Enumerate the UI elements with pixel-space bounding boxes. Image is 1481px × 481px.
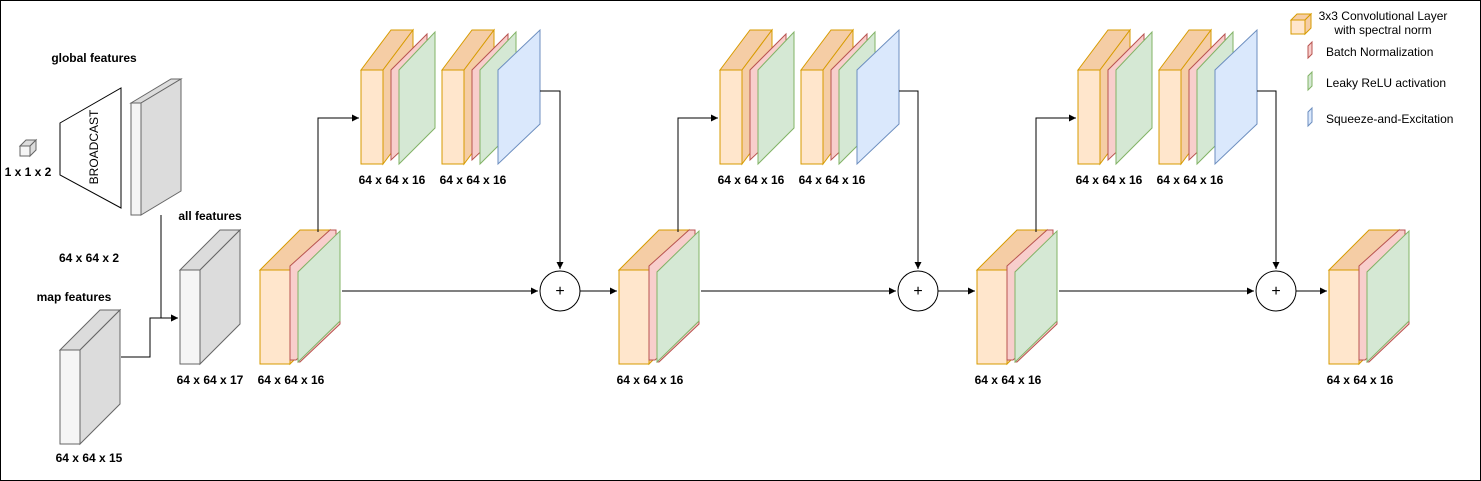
block2-conv1-stack-act (757, 30, 795, 166)
all-features-label: all features (178, 209, 242, 223)
legend-conv-swatch (1289, 12, 1313, 36)
block2-conv1-stack-conv-front (719, 69, 743, 165)
all-features-volume (178, 228, 242, 366)
main2-stack-conv-front (618, 269, 650, 365)
broadcast-dims: 64 x 64 x 2 (59, 251, 119, 265)
block3-conv2-stack-conv-front (1158, 69, 1182, 165)
map-features-volume (58, 308, 122, 446)
broadcast-trapezoid (59, 87, 122, 209)
block3-conv2-dims: 64 x 64 x 16 (1157, 173, 1224, 187)
block2-conv1-dims: 64 x 64 x 16 (718, 173, 785, 187)
diagram-edges (121, 90, 1327, 358)
block2-conv1-stack (719, 28, 795, 166)
block3-conv2-stack (1158, 28, 1258, 166)
all-features-dims: 64 x 64 x 17 (177, 373, 244, 387)
edge-stem-to-block1 (317, 114, 359, 232)
legend-se-label: Squeeze-and-Excitation (1326, 112, 1453, 126)
broadcast-volume-front (130, 102, 142, 216)
add-symbol-3: + (1271, 283, 1280, 300)
add-symbol-2: + (913, 283, 922, 300)
legend-act-label: Leaky ReLU activation (1326, 76, 1446, 90)
add-symbol-1: + (555, 283, 564, 300)
legend-conv-swatch-front (1290, 19, 1306, 35)
block3-conv1-dims: 64 x 64 x 16 (1076, 173, 1143, 187)
broadcast-label: BROADCAST (87, 109, 101, 184)
block3-conv1-stack-conv-front (1077, 69, 1101, 165)
map-features-dims: 64 x 64 x 15 (56, 451, 123, 465)
map-features-label: map features (37, 290, 112, 304)
legend-bn-label: Batch Normalization (1326, 45, 1433, 59)
legend-bn-swatch (1307, 40, 1313, 60)
block1-conv1-dims: 64 x 64 x 16 (359, 173, 426, 187)
edge-map-to-all (121, 314, 178, 358)
block3-conv1-stack (1077, 28, 1153, 166)
block1-conv1-stack-conv-front (360, 69, 384, 165)
block1-conv2-dims: 64 x 64 x 16 (440, 173, 507, 187)
main2-stack (617, 228, 700, 366)
main3-dims: 64 x 64 x 16 (975, 373, 1042, 387)
block2-conv2-dims: 64 x 64 x 16 (799, 173, 866, 187)
main2-dims: 64 x 64 x 16 (617, 373, 684, 387)
output-dims: 64 x 64 x 16 (1327, 373, 1394, 387)
block2-conv2-stack-se (856, 28, 900, 166)
block1-conv2-stack (441, 28, 541, 166)
legend-se-swatch (1307, 106, 1313, 128)
global-features-cube (18, 138, 38, 158)
output-stack (1327, 228, 1410, 366)
stem-stack (258, 228, 341, 366)
legend-conv-label-line2: with spectral norm (1333, 23, 1431, 37)
block1-conv2-stack-se (497, 28, 541, 166)
global-features-cube-front (19, 145, 31, 157)
block1-conv1-stack (360, 28, 436, 166)
map-features-volume-front (59, 349, 81, 445)
main3-stack (975, 228, 1058, 366)
broadcast-volume (129, 78, 183, 216)
broadcast-volume-side (140, 78, 182, 216)
stem-stack-act (297, 229, 341, 364)
global-features-label: global features (51, 51, 137, 65)
edge-main3-to-block3 (1035, 114, 1076, 232)
all-features-volume-front (179, 269, 201, 365)
stem-stack-conv-front (259, 269, 291, 365)
main3-stack-act (1014, 229, 1058, 364)
output-stack-conv-front (1328, 269, 1360, 365)
block2-conv2-stack (800, 28, 900, 166)
edge-block3-to-add3 (1257, 90, 1280, 269)
edge-main2-to-block2 (677, 114, 718, 232)
legend-act-swatch (1307, 70, 1313, 92)
output-stack-act (1366, 229, 1410, 364)
stem-dims: 64 x 64 x 16 (258, 373, 325, 387)
diagram-labels: global features 1 x 1 x 2 BROADCAST 64 x… (5, 9, 1454, 465)
main2-stack-act (656, 229, 700, 364)
block1-conv1-stack-act (398, 30, 436, 166)
legend-conv-label-line1: 3x3 Convolutional Layer (1319, 9, 1448, 23)
main3-stack-conv-front (976, 269, 1008, 365)
block2-conv2-stack-conv-front (800, 69, 824, 165)
block3-conv1-stack-act (1115, 30, 1153, 166)
edge-block2-to-add2 (899, 90, 922, 269)
block1-conv2-stack-conv-front (441, 69, 465, 165)
block3-conv2-stack-se (1214, 28, 1258, 166)
diagram-shapes (18, 12, 1410, 446)
global-features-dims: 1 x 1 x 2 (5, 165, 52, 179)
edge-block1-to-add1 (540, 90, 564, 269)
